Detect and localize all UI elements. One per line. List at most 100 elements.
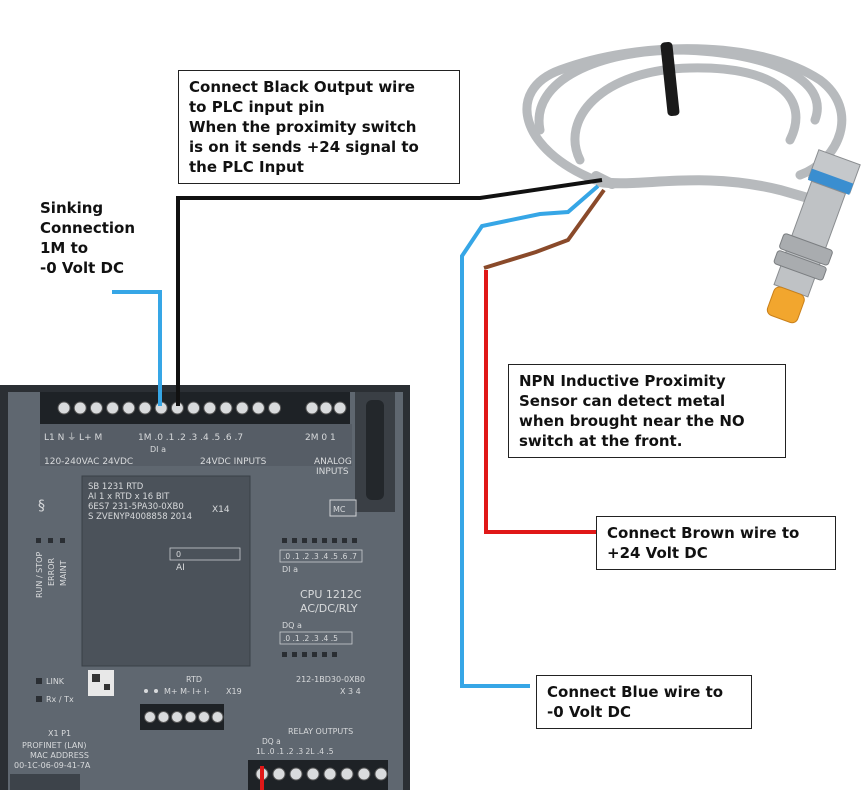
sb-line-1: SB 1231 RTD <box>88 482 144 492</box>
label-strip <box>40 424 352 466</box>
terminal-screw <box>198 711 210 723</box>
terminal-screw <box>268 401 282 415</box>
relay-row: 1L .0 .1 .2 .3 2L .4 .5 <box>256 747 334 756</box>
cable-end <box>591 171 617 189</box>
terminal-screw <box>235 401 249 415</box>
terminal-screw <box>144 711 156 723</box>
analog-labels: 2M 0 1 <box>305 433 336 443</box>
blue-wire-callout: Connect Blue wire to -0 Volt DC <box>536 675 752 729</box>
terminal-screw <box>138 401 152 415</box>
terminal-screw <box>323 767 337 781</box>
sb-line-2: AI 1 x RTD x 16 BIT <box>88 492 170 502</box>
supply-text: 120-240VAC 24VDC <box>44 457 133 467</box>
terminal-screw <box>73 401 87 415</box>
terminal-screw <box>106 401 120 415</box>
ai-zero: 0 <box>176 550 181 559</box>
terminal-screw <box>374 767 388 781</box>
black-wire-callout: Connect Black Output wire to PLC input p… <box>178 70 460 184</box>
terminal-screw <box>184 711 197 723</box>
di-a: DI a <box>282 565 298 574</box>
signal-board <box>81 475 251 667</box>
di-leds <box>282 538 357 543</box>
dq-row: .0 .1 .2 .3 .4 .5 <box>283 634 338 643</box>
latch-slot <box>366 400 384 500</box>
mc-label: MC <box>333 505 346 514</box>
siemens-logo-icon: § <box>38 498 45 514</box>
cpu-line-2: AC/DC/RLY <box>300 602 358 615</box>
terminal-screw <box>333 401 347 415</box>
x19-label: X19 <box>226 687 242 696</box>
ai-label: AI <box>176 563 185 573</box>
sensor-barrel <box>766 149 861 324</box>
rtd-terminals: M+ M- I+ I- <box>164 687 209 696</box>
terminal-screw <box>219 401 233 415</box>
terminal-screw <box>157 711 170 723</box>
di-row: .0 .1 .2 .3 .4 .5 .6 .7 <box>283 552 357 561</box>
terminal-screw <box>272 767 286 781</box>
rxtx-label: Rx / Tx <box>46 695 74 704</box>
cable-tie <box>660 41 680 117</box>
x34-label: X 3 4 <box>340 687 361 696</box>
terminal-screw <box>187 401 201 415</box>
rxtx-led <box>36 696 42 702</box>
terminal-screw <box>357 767 371 781</box>
terminal-screw <box>340 767 354 781</box>
x1p1-label: X1 P1 <box>48 729 71 738</box>
dq-label: DQ a <box>282 621 302 630</box>
dq-leds <box>282 652 337 657</box>
link-led <box>36 678 42 684</box>
status-maint: MAINT <box>59 560 68 586</box>
sb-line-3: 6ES7 231-5PA30-0XB0 <box>88 502 184 512</box>
terminal-screw <box>305 401 319 415</box>
terminal-screw <box>289 767 303 781</box>
brown-wire <box>483 188 606 270</box>
sb-code: X14 <box>212 505 230 515</box>
dq-a-2: DQ a <box>262 737 281 746</box>
mac-address: 00-1C-06-09-41-7A <box>14 761 91 770</box>
qr-code-icon <box>88 670 114 696</box>
di-box <box>279 549 363 563</box>
status-error: ERROR <box>47 558 56 586</box>
analog-text-2: INPUTS <box>316 467 349 477</box>
terminal-screw <box>122 401 136 415</box>
power-labels: L1 N ⏚ L+ M <box>44 432 102 443</box>
link-label: LINK <box>46 677 65 686</box>
sb-line-4: S ZVENYP4008858 2014 <box>88 512 192 522</box>
sensor-cable-coil <box>522 44 847 185</box>
plc-unit: L1 N ⏚ L+ M 1M .0 .1 .2 .3 .4 .5 .6 .7 2… <box>0 385 410 790</box>
terminal-screw <box>89 401 103 415</box>
terminal-screw <box>251 401 265 415</box>
dq-box <box>279 631 353 645</box>
sensor-cable-lead <box>595 175 820 205</box>
red-wire <box>484 270 596 534</box>
status-run: RUN / STOP <box>35 552 44 598</box>
rtd-label: RTD <box>186 675 202 684</box>
cpu-line-1: CPU 1212C <box>300 588 362 601</box>
terminal-screw <box>306 767 320 781</box>
ethernet-port <box>10 774 80 790</box>
di-label-top: DI a <box>150 445 166 454</box>
relay-outputs: RELAY OUTPUTS <box>288 727 353 736</box>
inputs-text: 24VDC INPUTS <box>200 457 267 467</box>
wires <box>112 178 606 790</box>
terminal-screw <box>57 401 71 415</box>
brown-wire-callout: Connect Brown wire to +24 Volt DC <box>596 516 836 570</box>
sensor-callout: NPN Inductive Proximity Sensor can detec… <box>508 364 786 458</box>
mc-slot <box>329 499 357 517</box>
ai-box <box>169 547 241 561</box>
blue-wire <box>460 184 600 688</box>
analog-text: ANALOG <box>314 457 352 467</box>
terminal-screw <box>171 711 183 723</box>
black-wire <box>176 178 603 406</box>
sinking-connection-callout: Sinking Connection 1M to -0 Volt DC <box>40 199 136 277</box>
terminal-screw <box>203 401 217 415</box>
rtd-screws <box>144 711 224 723</box>
mac-label: MAC ADDRESS <box>30 751 89 760</box>
input-labels: 1M .0 .1 .2 .3 .4 .5 .6 .7 <box>138 433 243 443</box>
terminal-screw <box>319 401 333 415</box>
sinking-wire <box>112 290 162 406</box>
profinet-label: PROFINET (LAN) <box>22 741 86 750</box>
status-leds <box>36 538 65 543</box>
terminal-screw <box>211 711 224 723</box>
